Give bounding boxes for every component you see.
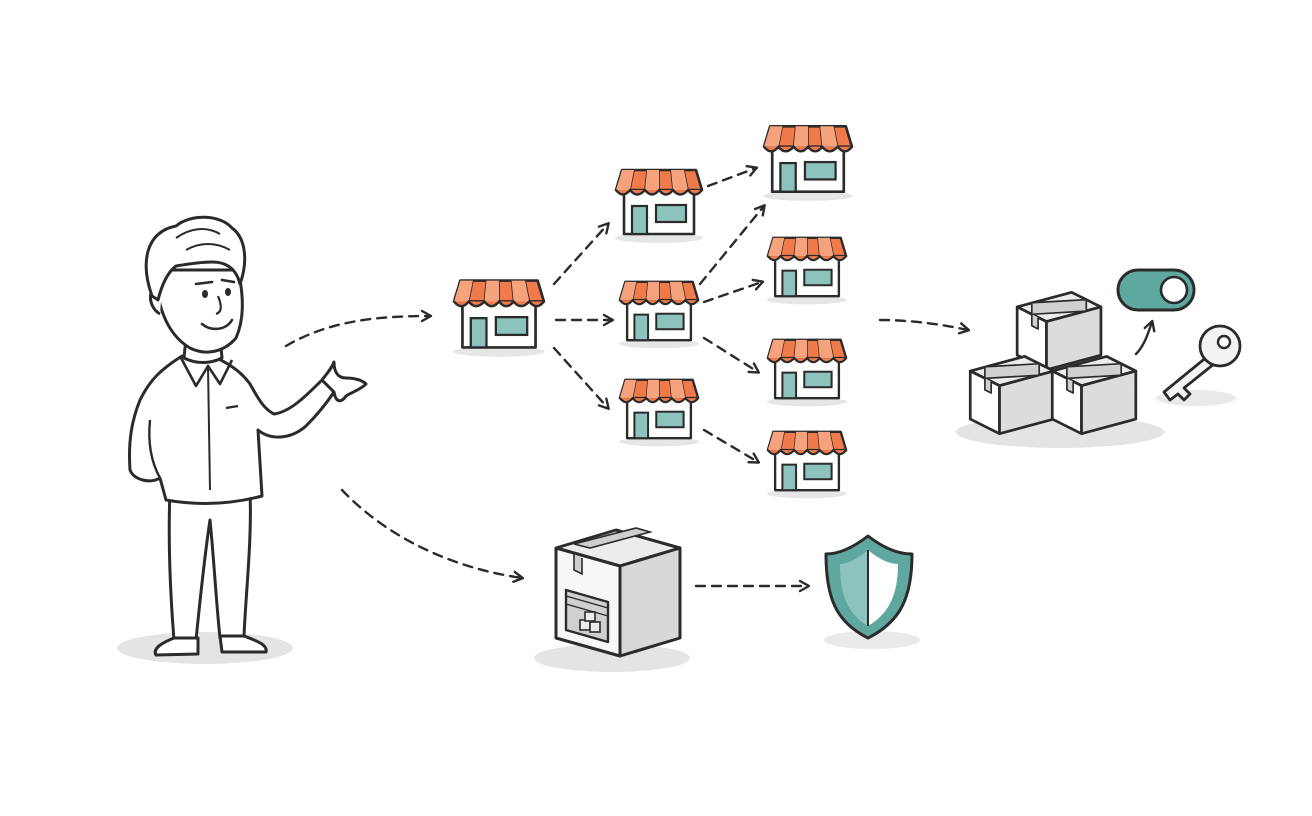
arrow-person-to-warehouse (340, 488, 525, 583)
storefront-icon-l2-d (766, 430, 848, 500)
storefront-icon-l2-c (766, 338, 848, 408)
arrow-root-to-l1a (552, 222, 610, 286)
arrow-l1a-to-l2a (706, 164, 759, 188)
connector-arrows (284, 164, 1156, 593)
storefront-icon-l2-b (766, 236, 848, 306)
arrow-root-to-l1c (552, 346, 610, 410)
key-icon (1156, 324, 1242, 406)
box-stack-icon (956, 290, 1164, 448)
arrow-l1b-to-l2a (698, 204, 766, 286)
shield-icon (824, 534, 920, 649)
arrow-l1c-to-l2d (702, 428, 761, 464)
storefront-icon-root (452, 279, 546, 358)
arrow-l2b-to-boxes (878, 318, 971, 335)
storefront-icon-l1-a (614, 168, 704, 244)
toggle-switch-icon (1116, 268, 1196, 312)
arrow-l1b-to-l2b (702, 278, 765, 304)
arrow-boxes-to-toggle (1134, 319, 1156, 356)
storefront-icon-l1-c (618, 378, 700, 448)
arrow-person-to-store (284, 309, 433, 348)
storefront-icon-l2-a (762, 124, 854, 202)
warehouse-box-icon (534, 527, 690, 672)
person-presenting-icon (117, 215, 368, 664)
storefront-icon-l1-b (618, 280, 700, 350)
arrow-l1b-to-l2c (702, 336, 761, 374)
